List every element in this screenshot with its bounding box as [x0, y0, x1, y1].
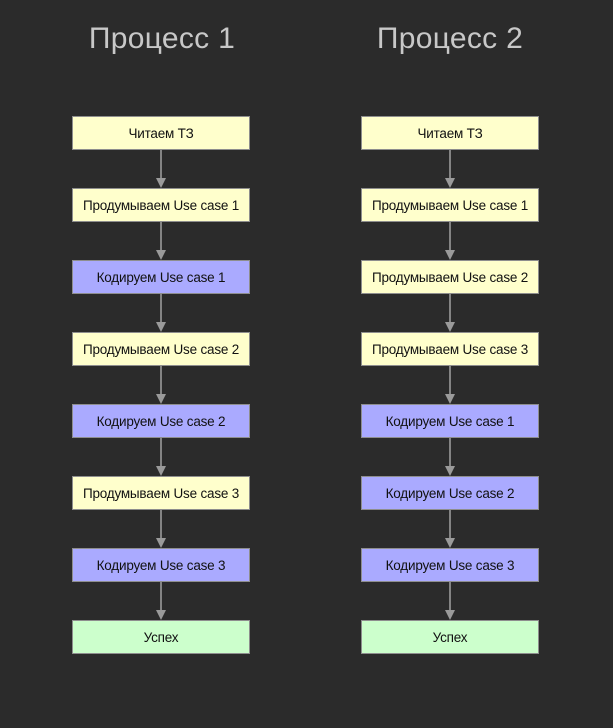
- process-1-step-8: Успех: [72, 620, 250, 654]
- process-1-arrow-head-2: [156, 250, 166, 260]
- process-2-step-2: Продумываем Use case 1: [361, 188, 539, 222]
- process-1-arrow-head-3: [156, 322, 166, 332]
- process-1-step-5: Кодируем Use case 2: [72, 404, 250, 438]
- process-2-arrow-head-2: [445, 250, 455, 260]
- process-1-arrow-head-6: [156, 538, 166, 548]
- process-1-step-2: Продумываем Use case 1: [72, 188, 250, 222]
- process-1-arrow-head-5: [156, 466, 166, 476]
- process-2-step-1: Читаем ТЗ: [361, 116, 539, 150]
- process-2-arrow-head-6: [445, 538, 455, 548]
- process-2-arrow-head-3: [445, 322, 455, 332]
- process-2-arrow-head-7: [445, 610, 455, 620]
- process-2-arrow-head-1: [445, 178, 455, 188]
- process-1-step-4: Продумываем Use case 2: [72, 332, 250, 366]
- process-1-arrow-head-1: [156, 178, 166, 188]
- process-2-step-7: Кодируем Use case 3: [361, 548, 539, 582]
- process-2-title: Процесс 2: [376, 22, 524, 55]
- process-1-step-7: Кодируем Use case 3: [72, 548, 250, 582]
- process-1-arrow-head-4: [156, 394, 166, 404]
- process-2-arrow-head-4: [445, 394, 455, 404]
- process-2-arrow-head-5: [445, 466, 455, 476]
- process-1-step-1: Читаем ТЗ: [72, 116, 250, 150]
- process-1-arrow-head-7: [156, 610, 166, 620]
- process-2-step-5: Кодируем Use case 1: [361, 404, 539, 438]
- process-2-step-3: Продумываем Use case 2: [361, 260, 539, 294]
- process-2-step-4: Продумываем Use case 3: [361, 332, 539, 366]
- process-1-title: Процесс 1: [88, 22, 236, 55]
- process-2-step-8: Успех: [361, 620, 539, 654]
- process-1-step-6: Продумываем Use case 3: [72, 476, 250, 510]
- process-1-step-3: Кодируем Use case 1: [72, 260, 250, 294]
- process-2-step-6: Кодируем Use case 2: [361, 476, 539, 510]
